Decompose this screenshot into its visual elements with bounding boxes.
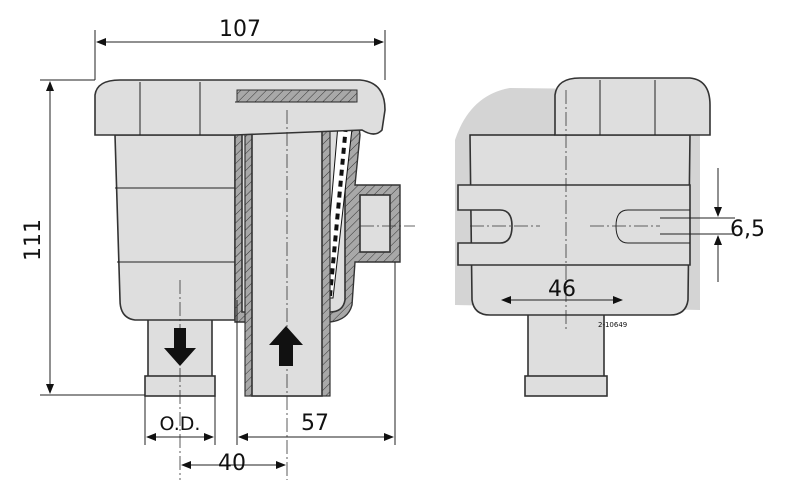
cap: [94, 79, 386, 136]
mount-bracket: [457, 184, 691, 266]
side-section-view: [94, 79, 415, 480]
dim-width-label: 107: [219, 17, 261, 42]
dimensions: 107 111 O.D. 57 40 46 6,5: [21, 17, 765, 476]
front-cap: [554, 77, 711, 136]
dim-od-label: O.D.: [160, 413, 201, 435]
front-view: 2-10649: [455, 77, 711, 397]
body-left: [114, 134, 236, 321]
dim-height-label: 111: [21, 219, 46, 261]
drawing-number: 2-10649: [598, 321, 627, 329]
inflow-arrow-icon: [269, 326, 303, 366]
dim-slot-label: 6,5: [730, 217, 765, 242]
dim-57-label: 57: [301, 411, 329, 436]
outflow-arrow-icon: [164, 328, 196, 366]
dim-46-label: 46: [548, 277, 576, 302]
dim-40-label: 40: [218, 451, 246, 476]
inlet-port: [359, 194, 391, 253]
